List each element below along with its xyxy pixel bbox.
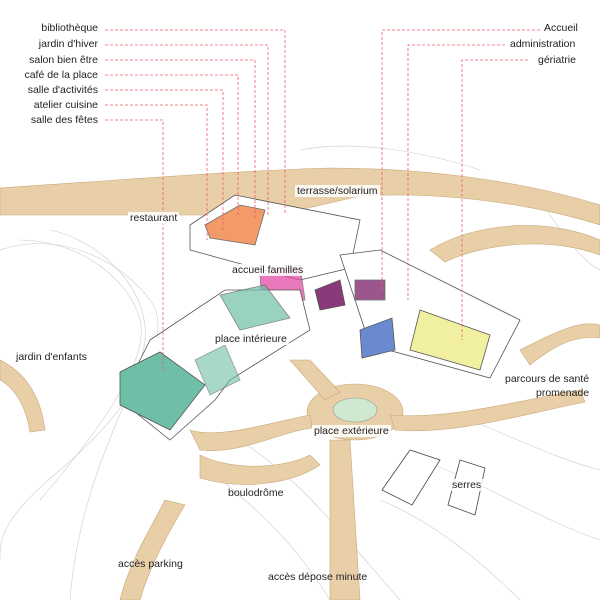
legend-jardin-hiver: jardin d'hiver bbox=[38, 38, 98, 50]
contour-lines bbox=[0, 145, 600, 600]
label-jardin-enfants: jardin d'enfants bbox=[16, 351, 87, 363]
building bbox=[119, 194, 521, 441]
label-promenade: promenade bbox=[536, 387, 590, 399]
legend-bibliotheque: bibliothèque bbox=[41, 22, 98, 34]
leader-lines bbox=[105, 29, 540, 370]
label-acces-depose: accès dépose minute bbox=[268, 571, 368, 583]
legend-accueil: Accueil bbox=[544, 22, 578, 34]
label-boulodrome: boulodrôme bbox=[228, 487, 284, 499]
legend-geriatrie: gériatrie bbox=[538, 54, 576, 66]
fountain bbox=[332, 397, 378, 423]
legend-salon-bien-etre: salon bien être bbox=[29, 54, 98, 66]
label-acces-parking: accès parking bbox=[118, 558, 183, 570]
label-terrasse: terrasse/solarium bbox=[295, 185, 380, 197]
legend-atelier-cuisine: atelier cuisine bbox=[33, 99, 98, 111]
legend-salle-activites: salle d'activités bbox=[27, 84, 98, 96]
legend-administration: administration bbox=[510, 38, 576, 50]
legend-salle-fetes: salle des fêtes bbox=[30, 114, 98, 126]
label-parcours: parcours de santé bbox=[505, 373, 590, 385]
label-place-exterieure: place extérieure bbox=[312, 425, 391, 437]
label-place-interieure: place intérieure bbox=[213, 333, 289, 345]
label-accueil-familles: accueil familles bbox=[230, 264, 306, 276]
label-serres: serres bbox=[450, 479, 484, 491]
label-restaurant: restaurant bbox=[128, 212, 180, 224]
legend-cafe: café de la place bbox=[24, 69, 98, 81]
